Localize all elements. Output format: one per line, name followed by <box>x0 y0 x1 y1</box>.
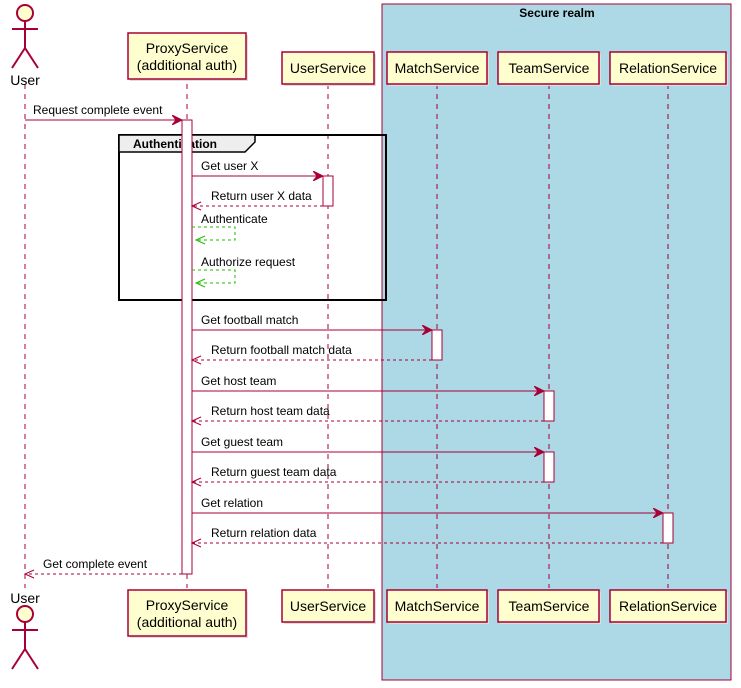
message-label-7: Return football match data <box>211 343 352 357</box>
participant-label-user-bottom: User <box>10 590 40 606</box>
participant-label-proxy-top-line2: (additional auth) <box>137 57 237 73</box>
participant-label-proxy-bottom-line1: ProxyService <box>146 597 229 613</box>
participant-box-users-top <box>281 51 375 85</box>
message-label-4: Authenticate <box>201 212 268 226</box>
actor-head <box>16 4 34 22</box>
participant-label-match-bottom: MatchService <box>395 598 480 614</box>
message-label-1: Request complete event <box>33 103 163 117</box>
message-label-11: Return guest team data <box>211 465 337 479</box>
participant-label-relation-bottom: RelationService <box>619 598 717 614</box>
message-label-13: Return relation data <box>211 526 317 540</box>
message-label-10: Get guest team <box>201 435 283 449</box>
actor-user-bottom <box>11 605 39 670</box>
activation-match-service <box>431 329 443 361</box>
actor-leg-left <box>11 47 26 69</box>
participant-label-user-top: User <box>10 72 40 88</box>
participant-label-users-bottom: UserService <box>290 598 366 614</box>
participant-label-relation-top: RelationService <box>619 60 717 76</box>
actor-head <box>16 605 34 623</box>
message-label-3: Return user X data <box>211 189 312 203</box>
message-label-2: Get user X <box>201 159 258 173</box>
actor-leg-right <box>24 47 39 69</box>
participant-label-proxy-top-line1: ProxyService <box>146 40 229 56</box>
actor-leg-right <box>24 648 39 670</box>
message-label-6: Get football match <box>201 313 298 327</box>
participant-box-match-bottom <box>386 589 488 623</box>
participant-label-match-top: MatchService <box>395 60 480 76</box>
authentication-group-title: Authentication <box>133 137 217 151</box>
message-label-12: Get relation <box>201 496 263 510</box>
participant-box-relation-top <box>609 51 727 85</box>
activation-user-service <box>322 175 334 207</box>
actor-leg-left <box>11 648 26 670</box>
participant-label-proxy-bottom-line2: (additional auth) <box>137 614 237 630</box>
message-arrow-4 <box>192 226 236 245</box>
secure-realm-title: Secure realm <box>519 6 594 20</box>
actor-user-top <box>11 4 39 69</box>
participant-label-team-top: TeamService <box>509 60 590 76</box>
message-label-5: Authorize request <box>201 255 296 269</box>
message-arrow-5 <box>192 269 236 288</box>
activation-team-service-2 <box>543 451 555 483</box>
participant-box-proxy-top <box>127 32 247 80</box>
participant-box-team-bottom <box>497 589 600 623</box>
participant-box-team-top <box>497 51 600 85</box>
activation-proxy <box>181 119 193 575</box>
participant-label-users-top: UserService <box>290 60 366 76</box>
message-label-14: Get complete event <box>43 557 148 571</box>
message-label-9: Return host team data <box>211 404 330 418</box>
participant-label-team-bottom: TeamService <box>509 598 590 614</box>
activation-relation-service <box>662 512 674 544</box>
activation-team-service-1 <box>543 390 555 422</box>
message-label-8: Get host team <box>201 374 276 388</box>
participant-box-relation-bottom <box>609 589 727 623</box>
participant-box-proxy-bottom <box>127 589 247 637</box>
participant-box-match-top <box>386 51 488 85</box>
participant-box-users-bottom <box>281 589 375 623</box>
